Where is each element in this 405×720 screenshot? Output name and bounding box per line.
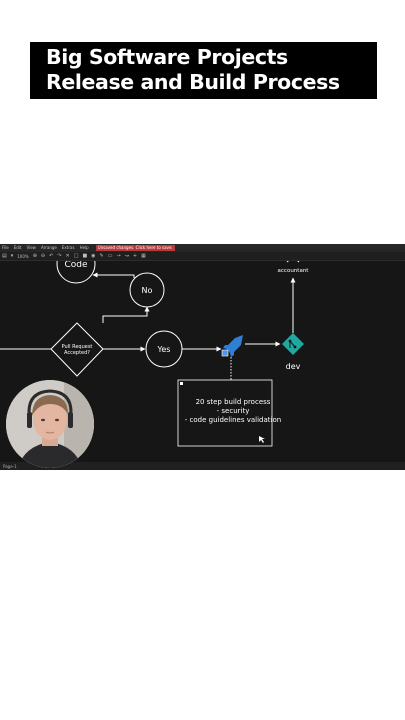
zoom-level[interactable]: 100% <box>17 253 29 259</box>
line-color-icon[interactable]: ✎ <box>99 252 104 259</box>
code-label: Code <box>64 260 88 270</box>
yes-label: Yes <box>157 345 171 354</box>
connector-icon[interactable]: → <box>116 252 121 259</box>
insert-icon[interactable]: + <box>132 252 138 259</box>
zoom-out-icon[interactable]: ⊖ <box>40 252 46 259</box>
status-bar: Page-1 <box>0 462 405 470</box>
azure-pipelines-icon[interactable] <box>221 335 244 357</box>
presenter-avatar <box>6 380 94 468</box>
menu-item-arrange[interactable]: Arrange <box>40 245 57 250</box>
fill-color-icon[interactable]: ◉ <box>91 252 96 259</box>
menu-item-help[interactable]: Help <box>79 245 89 250</box>
redo-icon[interactable]: ↷ <box>57 252 62 259</box>
title-banner: Big Software Projects Release and Build … <box>30 42 377 99</box>
shadow-icon[interactable]: ▭ <box>107 252 113 259</box>
note-icon <box>180 382 183 385</box>
dev-label: dev <box>286 362 301 371</box>
toolbar: ▤ ▾ 100% ⊕ ⊖ ↶ ↷ ✕ □ ■ ◉ ✎ ▭ → ↝ + ▦ <box>0 252 405 261</box>
no-label: No <box>142 286 153 295</box>
mouse-cursor-icon <box>259 436 265 443</box>
menu-item-edit[interactable]: Edit <box>13 245 22 250</box>
decision-to-no-connector <box>102 306 150 323</box>
title-line-2: Release and Build Process <box>46 70 340 94</box>
accountant-label: accountant <box>278 268 310 274</box>
git-icon[interactable] <box>282 333 304 355</box>
table-icon[interactable]: ▦ <box>141 252 146 259</box>
waypoint-icon[interactable]: ↝ <box>124 252 129 259</box>
undo-icon[interactable]: ↶ <box>49 252 54 259</box>
decision-label-line1: Pull Request <box>62 344 93 350</box>
menu-item-file[interactable]: File <box>2 245 9 250</box>
note-line-2: - security <box>217 407 250 415</box>
delete-icon[interactable]: ✕ <box>65 252 70 259</box>
sidebar-toggle-icon[interactable]: ▤ <box>2 252 7 259</box>
chevron-down-icon[interactable]: ▾ <box>10 252 14 259</box>
webcam-overlay <box>6 380 94 468</box>
no-to-code-connector <box>92 272 135 278</box>
to-front-icon[interactable]: □ <box>73 252 79 259</box>
diagram-canvas[interactable]: Code No Pull Request Accepted? Yes <box>0 244 405 470</box>
note-line-3: - code guidelines validation <box>185 416 281 424</box>
decision-node <box>50 322 104 377</box>
screen-recording: Code No Pull Request Accepted? Yes <box>0 244 405 470</box>
menu-item-extras[interactable]: Extras <box>61 245 75 250</box>
menu-item-view[interactable]: View <box>26 245 36 250</box>
decision-label-line2: Accepted? <box>64 350 90 356</box>
note-line-1: 20 step build process <box>196 398 271 406</box>
menu-bar: File Edit View Arrange Extras Help Unsav… <box>0 244 405 252</box>
build-note-box[interactable] <box>177 379 273 447</box>
page-tab[interactable]: Page-1 <box>3 463 17 469</box>
zoom-in-icon[interactable]: ⊕ <box>32 252 37 259</box>
title-line-1: Big Software Projects <box>46 45 288 69</box>
unsaved-changes-tab[interactable]: Unsaved changes. Click here to save. <box>95 245 175 251</box>
to-back-icon[interactable]: ■ <box>82 252 88 259</box>
